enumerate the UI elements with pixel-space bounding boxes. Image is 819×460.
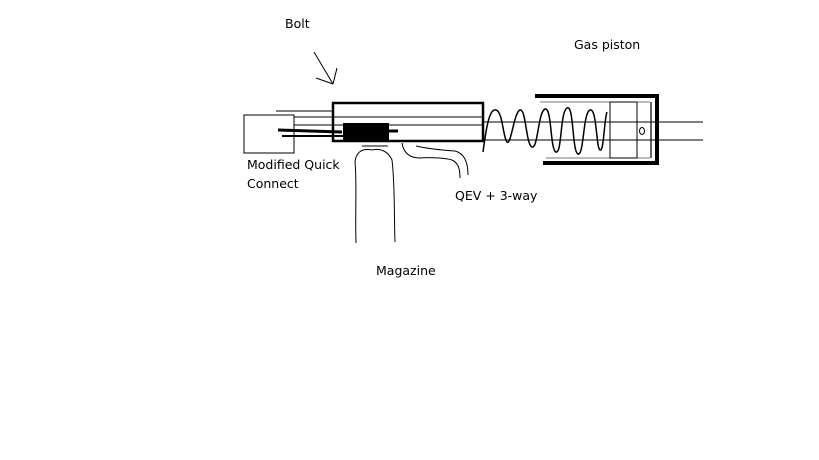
bolt-label: Bolt bbox=[285, 16, 310, 31]
gas-piston-label: Gas piston bbox=[574, 37, 641, 52]
gas-piston-head bbox=[609, 101, 638, 159]
gas-piston-port-icon bbox=[639, 127, 645, 135]
quick-connect-box bbox=[243, 114, 295, 154]
bolt-arrow bbox=[313, 51, 338, 85]
quick-connect-label-line1: Modified Quick bbox=[247, 157, 340, 172]
qev-hose bbox=[401, 142, 469, 179]
bolt-block bbox=[343, 123, 389, 140]
receiver-body bbox=[331, 101, 485, 143]
spring bbox=[482, 107, 608, 155]
magazine-label: Magazine bbox=[376, 263, 436, 278]
qev-label: QEV + 3-way bbox=[455, 188, 538, 203]
magazine-tube bbox=[354, 145, 396, 244]
quick-connect-label-line2: Connect bbox=[247, 176, 299, 191]
